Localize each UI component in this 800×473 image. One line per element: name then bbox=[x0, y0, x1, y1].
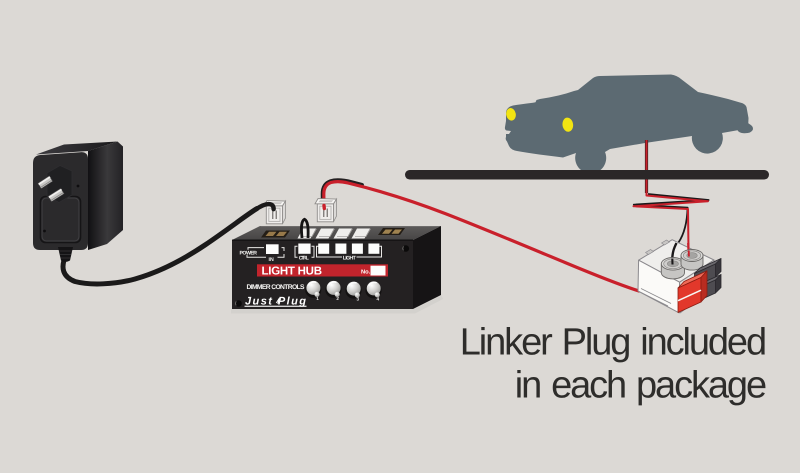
svg-text:in each package: in each package bbox=[515, 365, 766, 407]
svg-text:4: 4 bbox=[377, 296, 380, 301]
svg-text:POWER: POWER bbox=[240, 251, 258, 257]
svg-text:IN: IN bbox=[269, 257, 274, 263]
svg-text:2: 2 bbox=[336, 296, 339, 301]
svg-text:Linker Plug included: Linker Plug included bbox=[460, 322, 765, 364]
svg-text:No.: No. bbox=[361, 269, 371, 275]
svg-text:CTRL: CTRL bbox=[299, 255, 310, 261]
svg-text:1: 1 bbox=[316, 296, 319, 301]
svg-text:DIMMER CONTROLS: DIMMER CONTROLS bbox=[247, 284, 306, 291]
svg-text:LIGHT HUB: LIGHT HUB bbox=[262, 266, 323, 278]
svg-text:Just Plug: Just Plug bbox=[245, 296, 306, 308]
svg-text:LIGHT: LIGHT bbox=[343, 255, 357, 261]
svg-text:3: 3 bbox=[357, 297, 360, 302]
